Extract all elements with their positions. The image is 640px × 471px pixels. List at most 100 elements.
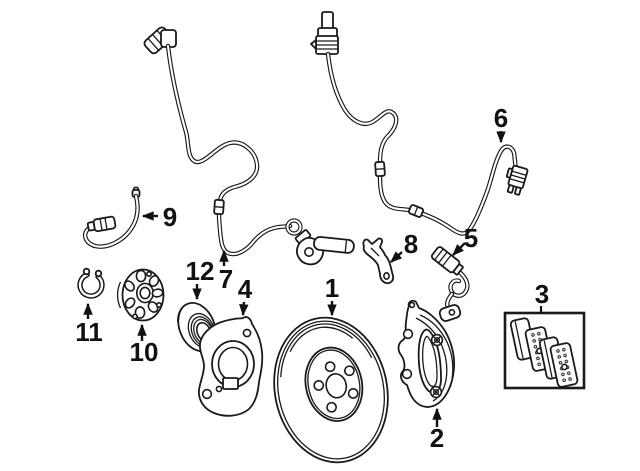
wire-clamp bbox=[374, 160, 386, 178]
sensor-bracket bbox=[362, 237, 395, 285]
callout-4-label: 4 bbox=[238, 274, 253, 304]
barrel-connector bbox=[86, 215, 117, 233]
bracket-hole bbox=[383, 271, 390, 280]
end-connector bbox=[505, 164, 529, 196]
hub-bolt-hole bbox=[145, 270, 153, 277]
rib-line bbox=[509, 178, 525, 184]
splash-shield bbox=[198, 316, 264, 417]
hub-slot bbox=[124, 297, 136, 309]
tag-hole bbox=[448, 308, 456, 316]
lug-hole bbox=[344, 365, 355, 377]
rotor-rim-line bbox=[277, 320, 385, 460]
brake-pad-set bbox=[503, 311, 586, 390]
rib-line bbox=[99, 218, 103, 231]
shield-bracket bbox=[222, 377, 239, 390]
wire-pigtail-loop-inner bbox=[286, 219, 302, 235]
pad-center-hole bbox=[561, 363, 568, 371]
hub-slot bbox=[135, 269, 147, 283]
hub-bore bbox=[139, 286, 151, 300]
rib-line bbox=[511, 170, 527, 176]
cylinder-collar bbox=[452, 263, 464, 276]
brake-caliper bbox=[397, 299, 456, 408]
sensor-cylinder bbox=[430, 246, 464, 276]
callout-labels: 1 2 3 4 5 6 7 8 9 10 11 12 bbox=[75, 103, 549, 453]
wire-inner bbox=[326, 52, 518, 235]
caliper-spring-boss bbox=[430, 333, 444, 347]
callout-4-arrow bbox=[239, 301, 249, 317]
callout-7-label: 7 bbox=[219, 264, 233, 294]
hub-rim-edge bbox=[116, 281, 122, 309]
callout-arrows bbox=[83, 131, 543, 427]
hub-bolt-hole bbox=[156, 302, 163, 309]
ring-end-curl bbox=[82, 267, 91, 276]
rotor-edge-arc bbox=[280, 323, 373, 378]
ring-end-curl bbox=[94, 269, 103, 278]
caliper-lobe-hole bbox=[401, 368, 413, 380]
wire-outer bbox=[325, 51, 519, 236]
callout-6-label: 6 bbox=[494, 103, 508, 133]
wire-inner bbox=[449, 267, 469, 297]
hub-flange bbox=[116, 268, 165, 322]
connector-prong bbox=[506, 184, 515, 194]
caliper-tab-hole bbox=[408, 301, 416, 309]
connector-tab bbox=[505, 167, 514, 179]
wire-outer bbox=[165, 43, 293, 257]
rib-line bbox=[104, 217, 108, 230]
caliper-lobe-hole bbox=[402, 328, 414, 340]
abs-sensor-wire-left bbox=[143, 26, 355, 266]
rib-line bbox=[438, 251, 448, 264]
callout-3-label: 3 bbox=[535, 279, 549, 309]
lug-hole bbox=[324, 361, 336, 373]
callout-11-label: 11 bbox=[75, 317, 103, 347]
shield-hole bbox=[201, 388, 213, 400]
hub-slot bbox=[148, 275, 160, 287]
caliper-face-ridge bbox=[419, 314, 454, 380]
lug-hole bbox=[347, 388, 359, 399]
callout-9-label: 9 bbox=[163, 202, 177, 232]
sensor-end-tag bbox=[438, 304, 462, 322]
callout-5-arrow bbox=[452, 242, 466, 256]
callout-2-label: 2 bbox=[430, 423, 444, 453]
caliper-spring-boss bbox=[429, 385, 443, 399]
callout-5-label: 5 bbox=[464, 223, 478, 253]
caliper-pad-window-inner bbox=[421, 335, 438, 388]
callout-12-label: 12 bbox=[186, 256, 215, 286]
rib-line bbox=[434, 248, 444, 261]
barrel-tip bbox=[86, 221, 96, 232]
sensor-barrel bbox=[313, 236, 355, 254]
abs-sensor-wire-right bbox=[310, 11, 529, 236]
callout-1-label: 1 bbox=[325, 273, 339, 303]
shield-hole bbox=[242, 328, 252, 338]
shield-bore-inner bbox=[217, 346, 249, 382]
friction-pad bbox=[549, 342, 579, 388]
bracket-crease bbox=[370, 247, 380, 257]
snap-ring bbox=[77, 267, 105, 299]
brake-rotor bbox=[273, 316, 389, 464]
lug-hole bbox=[313, 380, 325, 391]
rib-line bbox=[441, 254, 452, 267]
hub-slot bbox=[151, 288, 164, 298]
lug-hole bbox=[326, 401, 338, 413]
wire-clamp bbox=[407, 204, 425, 218]
hub-bolt-hole bbox=[132, 313, 139, 320]
wear-sensor bbox=[430, 246, 470, 322]
mount-hole bbox=[303, 247, 314, 258]
hub-slot bbox=[124, 280, 135, 292]
bracket-body bbox=[362, 237, 395, 285]
connector-prong bbox=[514, 186, 522, 196]
callout-10-label: 10 bbox=[130, 337, 159, 367]
rotor-bore bbox=[325, 373, 348, 399]
bearing-edge-line bbox=[177, 303, 187, 322]
rib-line bbox=[147, 37, 160, 51]
rotor-edge-arc bbox=[289, 326, 354, 352]
wire-clamp bbox=[213, 198, 225, 216]
rotor-hat-line bbox=[307, 349, 361, 420]
wire-inner bbox=[84, 194, 139, 248]
wire-inner bbox=[166, 44, 292, 256]
ring-band-inner bbox=[78, 273, 104, 298]
shield-hole bbox=[215, 385, 223, 393]
callout-8-arrow bbox=[390, 251, 403, 263]
callout-8-label: 8 bbox=[404, 229, 418, 259]
